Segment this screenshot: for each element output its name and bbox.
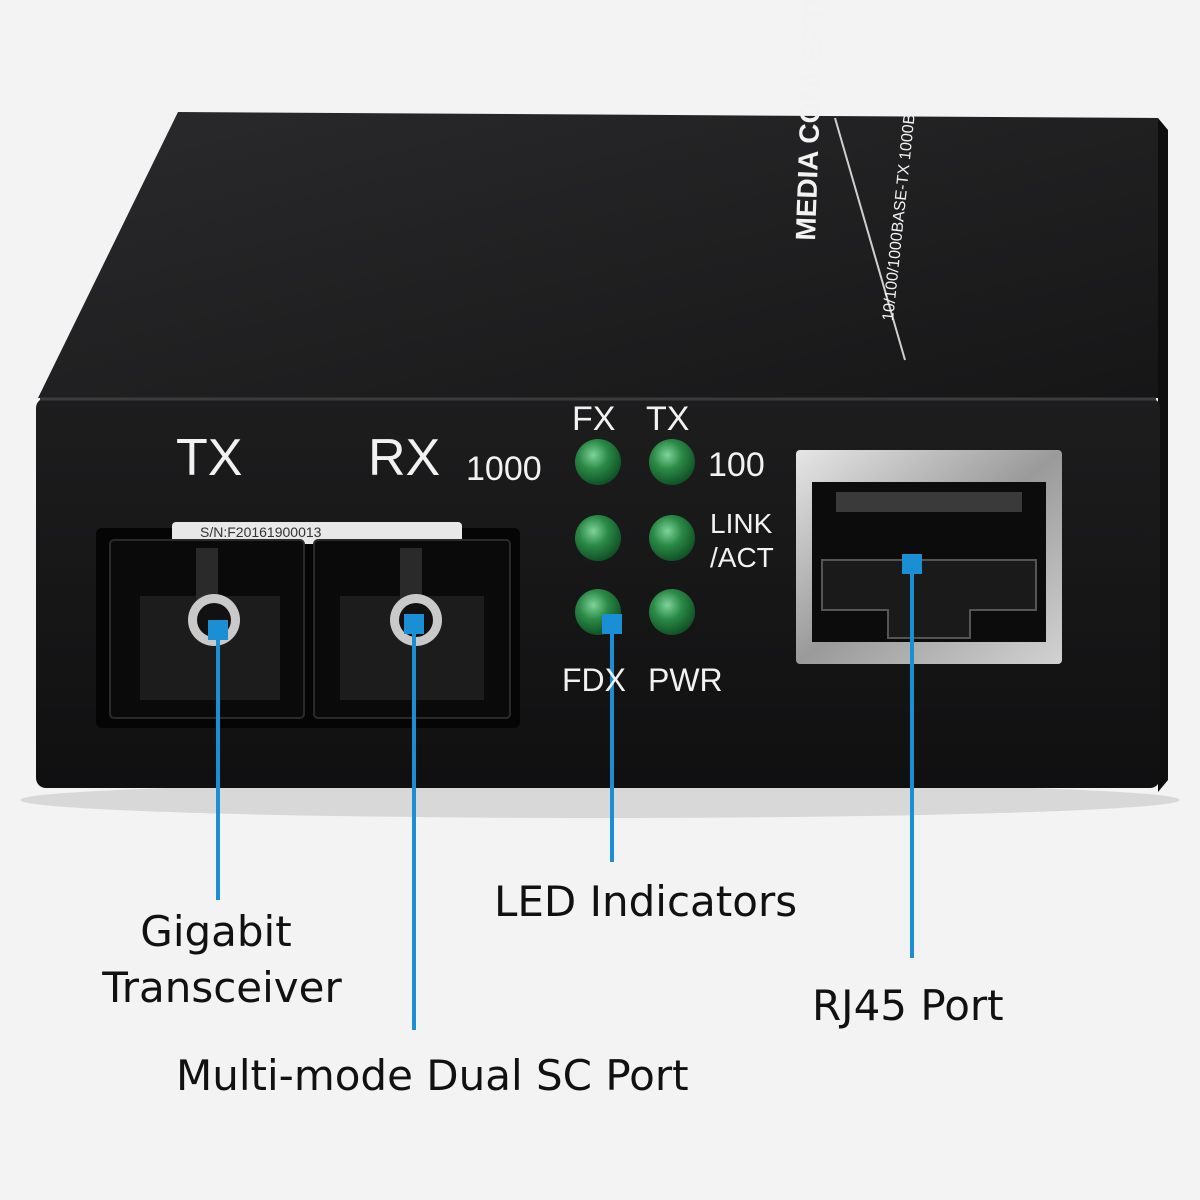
led-label-link: LINK	[710, 508, 773, 539]
callout-led-indicators: LED Indicators	[494, 877, 798, 926]
led-indicators	[575, 439, 695, 635]
led-link-act-icon	[649, 515, 695, 561]
callout-dual-sc: Multi-mode Dual SC Port	[176, 1051, 689, 1100]
led-label-fx: FX	[572, 400, 616, 438]
device-top-panel	[38, 112, 1158, 398]
led-label-1000: 1000	[466, 450, 542, 488]
led-label-pwr: PWR	[648, 662, 723, 698]
rj45-port	[796, 450, 1062, 664]
led-label-act: /ACT	[710, 542, 774, 573]
callout-gigabit-line1: Gigabit	[140, 907, 292, 956]
led-label-100: 100	[708, 446, 765, 484]
callout-lines	[208, 554, 922, 1030]
sc-port-tx	[109, 539, 305, 719]
dual-sc-port	[96, 522, 520, 728]
led-pwr-icon	[649, 589, 695, 635]
led-1000-icon	[575, 515, 621, 561]
callout-gigabit-line2: Transceiver	[102, 963, 342, 1012]
led-fx-icon	[575, 439, 621, 485]
callout-rj45: RJ45 Port	[812, 981, 1004, 1030]
led-label-tx: TX	[646, 400, 690, 438]
port-label-rx: RX	[368, 429, 441, 487]
led-label-fdx: FDX	[562, 662, 626, 698]
led-tx-icon	[649, 439, 695, 485]
port-label-tx: TX	[176, 429, 243, 487]
top-label-divider	[834, 117, 906, 361]
device-side-panel	[1158, 118, 1168, 792]
sc-serial-label: S/N:F20161900013	[200, 524, 322, 540]
device-shadow	[20, 782, 1180, 818]
